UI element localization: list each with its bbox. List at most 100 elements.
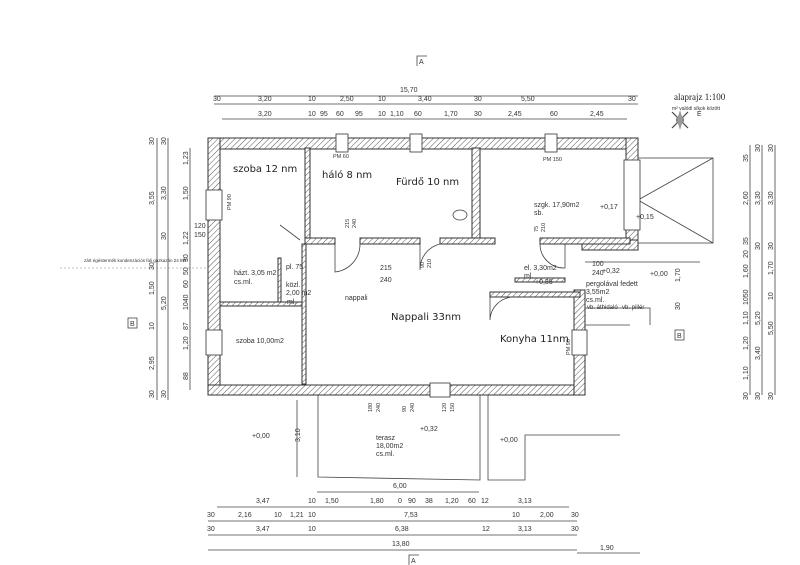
- dim-label: 10: [149, 322, 156, 330]
- dim-label: 30: [675, 302, 682, 310]
- dim-label: 30: [628, 96, 636, 103]
- opening-label: 210: [427, 259, 433, 268]
- dim-label: 5,20: [161, 296, 168, 310]
- room-kozl-floor: ml.: [287, 299, 296, 306]
- north-label: É: [697, 109, 702, 118]
- dim-label: 1,23: [183, 151, 190, 165]
- dim-label: 5,50: [768, 321, 775, 335]
- dim-label: 60: [336, 111, 344, 118]
- dim-label: 10: [308, 111, 316, 118]
- dim-label: 30: [213, 96, 221, 103]
- dim-label: 30: [161, 232, 168, 240]
- dim-label: 30: [149, 262, 156, 270]
- dim-label: 2,45: [508, 111, 522, 118]
- dim-bottom-total: 13,80: [392, 541, 410, 548]
- room-kozl: közl.: [286, 282, 300, 289]
- opening-label: 150: [450, 403, 456, 412]
- level-outside-bottom: +0,00: [500, 437, 518, 444]
- dim-label: 88: [183, 372, 190, 380]
- dim-bottom-extra: 1,90: [600, 545, 614, 552]
- dim-label: 95: [320, 111, 328, 118]
- pm-szgk: PM 150: [543, 157, 562, 163]
- section-b-left-label: B: [130, 321, 135, 328]
- dim-label: 2,50: [340, 96, 354, 103]
- opening-label: 100: [592, 261, 604, 268]
- pm-halo: PM 60: [333, 154, 349, 160]
- dim-label: 30: [207, 512, 215, 519]
- dim-label: 3,30: [161, 186, 168, 200]
- dim-label: 3,30: [768, 191, 775, 205]
- room-halo: háló 8 nm: [322, 169, 372, 181]
- dim-label: 1,70: [444, 111, 458, 118]
- plan-subtitle: m² valódi síkok között: [672, 106, 721, 112]
- dim-terasz-depth: 3,10: [295, 428, 302, 442]
- dim-label: 3,20: [258, 111, 272, 118]
- dim-label: 30: [183, 254, 190, 262]
- dim-label: 1,50: [149, 281, 156, 295]
- terasz-area: 18,00m2: [376, 443, 403, 450]
- dimension-lines: [156, 95, 776, 554]
- dim-label: 1050: [743, 289, 750, 305]
- dim-label: 3,40: [418, 96, 432, 103]
- dim-label: 10: [308, 526, 316, 533]
- dim-label: 1,22: [183, 231, 190, 245]
- dim-label: 90: [408, 498, 416, 505]
- dim-label: 35: [743, 237, 750, 245]
- dim-label: 1,20: [743, 336, 750, 350]
- dim-label: 10: [308, 96, 316, 103]
- pergola-label: pergolával fedett: [586, 281, 638, 288]
- level-el: +0,35: [535, 279, 553, 286]
- dim-label: 35: [743, 154, 750, 162]
- dim-label: 30: [768, 392, 775, 400]
- opening-label: 240: [592, 270, 604, 277]
- dim-label: 1,60: [743, 264, 750, 278]
- level-terasz: +0,32: [420, 426, 438, 433]
- boiler-note: zárt égéstermék kondenzációs fali gázkaz…: [84, 258, 187, 263]
- outdoor-outlines: [317, 157, 714, 481]
- opening-label: 150: [194, 232, 206, 239]
- level-markers: +0,17 +0,15 +0,35 +0,32 +0,00 +0,00 +0,3…: [252, 204, 668, 444]
- opening-label: 215: [345, 219, 351, 228]
- dim-label: 10: [768, 292, 775, 300]
- terasz-label: terasz: [376, 435, 396, 442]
- dim-label: 6,38: [395, 526, 409, 533]
- dim-label: 30: [149, 390, 156, 398]
- dim-label: 60: [468, 498, 476, 505]
- dim-label: 5,50: [521, 96, 535, 103]
- level-outside-right: +0,00: [650, 271, 668, 278]
- dim-label: 30: [207, 526, 215, 533]
- dim-label: 1,10: [743, 311, 750, 325]
- dim-label: 95: [355, 111, 363, 118]
- dim-label: 30: [755, 144, 762, 152]
- dim-label: 3,55: [149, 191, 156, 205]
- dim-label: 1,20: [183, 336, 190, 350]
- opening-label: 215: [380, 265, 392, 272]
- section-marker-a-bottom: A: [408, 554, 419, 565]
- level-pergola: +0,32: [602, 268, 620, 275]
- dim-label: 3,20: [258, 96, 272, 103]
- opening-label: 75: [534, 226, 540, 232]
- dim-label: 2,00: [540, 512, 554, 519]
- room-pl: pl. 75: [286, 264, 303, 271]
- room-konyha: Konyha 11nm: [500, 334, 569, 345]
- dim-label: 1040: [183, 294, 190, 310]
- dim-label: 1,70: [768, 261, 775, 275]
- dim-label: 87: [183, 322, 190, 330]
- opening-label: 90: [420, 262, 426, 268]
- pergola-floor: cs.ml.: [586, 297, 604, 304]
- north-arrow-icon: [671, 110, 689, 130]
- room-szoba-12: szoba 12 nm: [233, 164, 297, 175]
- dim-label: 1,80: [370, 498, 384, 505]
- dim-label: 10: [274, 512, 282, 519]
- dim-label: 3,47: [256, 498, 270, 505]
- dim-label: 7,53: [404, 512, 418, 519]
- room-szgk: szgk. 17,90m2: [534, 202, 580, 209]
- section-marker-b-left: B: [127, 317, 138, 329]
